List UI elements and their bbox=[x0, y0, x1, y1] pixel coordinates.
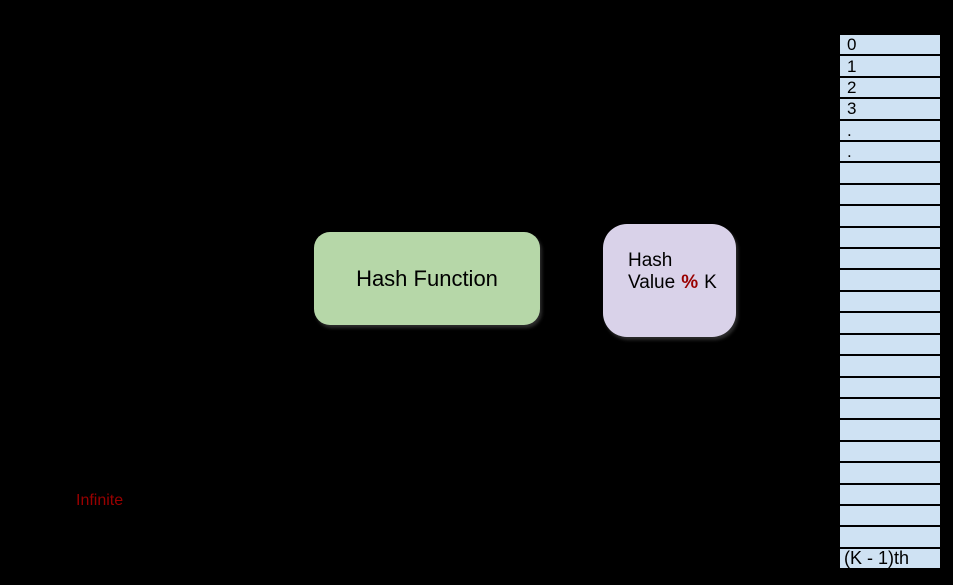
array-cell: 3 bbox=[840, 99, 940, 121]
array-cell: . bbox=[840, 142, 940, 164]
modulo-line2-prefix: Value bbox=[628, 272, 676, 293]
array-cell bbox=[840, 227, 940, 250]
modulo-box-line1: Hash bbox=[628, 250, 673, 271]
array-cell bbox=[840, 505, 940, 528]
array-cell bbox=[840, 184, 940, 207]
modulo-line2-suffix: K bbox=[704, 272, 717, 293]
array-cell bbox=[840, 206, 940, 228]
infinite-label: Infinite bbox=[76, 492, 124, 509]
array-cell bbox=[840, 313, 940, 335]
array-cell bbox=[840, 398, 940, 421]
array-cell bbox=[840, 377, 940, 399]
array-cell: 2 bbox=[840, 77, 940, 100]
modulo-percent-symbol: % bbox=[681, 272, 699, 293]
array-cell bbox=[840, 334, 940, 357]
array-cell bbox=[840, 420, 940, 442]
array-cell bbox=[840, 270, 940, 292]
array-cell bbox=[840, 441, 940, 464]
array-cell bbox=[840, 527, 940, 549]
array-cell bbox=[840, 463, 940, 485]
hash-function-box: Hash Function bbox=[314, 232, 540, 325]
array-cell bbox=[840, 163, 940, 185]
array-cell-k-minus-1: (K - 1)th bbox=[840, 548, 940, 570]
array-cell: 0 bbox=[840, 35, 940, 57]
array-cell: 1 bbox=[840, 56, 940, 78]
array-cell bbox=[840, 291, 940, 314]
hash-function-label: Hash Function bbox=[356, 265, 498, 291]
array-cell bbox=[840, 356, 940, 378]
modulo-box-line2: Value % K bbox=[628, 272, 736, 294]
hash-value-modulo-box: Hash Value % K bbox=[603, 224, 736, 337]
hash-table-array: 0 1 2 3 . . (K - 1)th bbox=[840, 34, 940, 570]
array-cell bbox=[840, 249, 940, 271]
array-cell bbox=[840, 484, 940, 506]
array-cell: . bbox=[840, 120, 940, 143]
